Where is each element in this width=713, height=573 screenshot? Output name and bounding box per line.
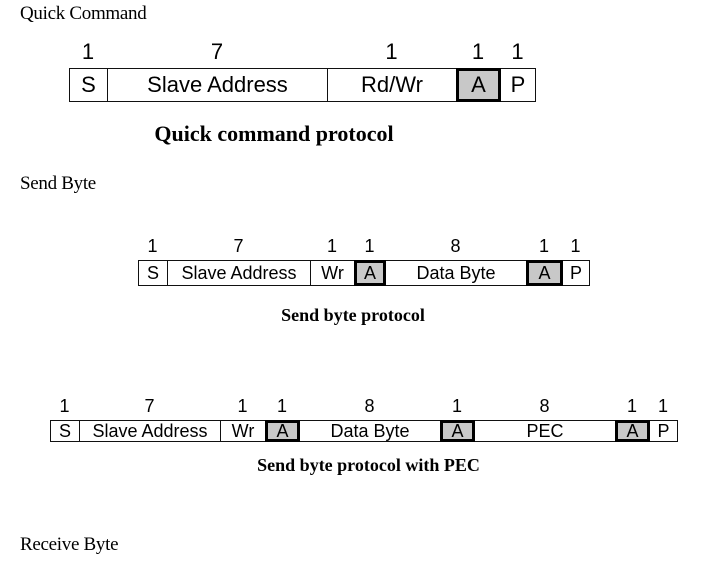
ack-field: A — [615, 420, 650, 442]
protocol-field: Rd/Wr — [327, 68, 457, 102]
bit-count: 1 — [81, 39, 95, 64]
heading-quick-command: Quick Command — [20, 3, 147, 24]
caption-quick-command: Quick command protocol — [154, 121, 394, 146]
ack-field: A — [354, 260, 386, 286]
bit-count: 1 — [570, 236, 581, 256]
protocol-field: Slave Address — [79, 420, 221, 442]
protocol-field: P — [649, 420, 678, 442]
heading-send-byte: Send Byte — [20, 173, 96, 194]
bit-count: 1 — [364, 236, 375, 256]
bit-count: 1 — [451, 396, 462, 416]
bit-count: 7 — [210, 39, 224, 64]
bit-count: 1 — [538, 236, 549, 256]
bit-count: 1 — [471, 39, 485, 64]
protocol-field: S — [50, 420, 80, 442]
protocol-field: Data Byte — [299, 420, 441, 442]
protocol-field: S — [69, 68, 108, 102]
bit-count: 7 — [144, 396, 155, 416]
protocol-field: PEC — [474, 420, 616, 442]
heading-receive-byte: Receive Byte — [20, 534, 119, 555]
ack-field: A — [440, 420, 475, 442]
protocol-field: Slave Address — [107, 68, 328, 102]
protocol-field: Data Byte — [385, 260, 527, 286]
bit-count: 1 — [276, 396, 287, 416]
bit-count: 8 — [539, 396, 550, 416]
bit-count: 1 — [326, 236, 337, 256]
protocol-field: Wr — [310, 260, 355, 286]
ack-field: A — [456, 68, 501, 102]
bit-count: 1 — [511, 39, 524, 64]
bit-count: 1 — [385, 39, 398, 64]
bit-count: 1 — [237, 396, 248, 416]
bit-count: 1 — [147, 236, 158, 256]
caption-send-byte-pec: Send byte protocol with PEC — [257, 455, 480, 475]
protocol-field: Wr — [220, 420, 266, 442]
protocol-field: P — [562, 260, 590, 286]
protocol-field: P — [500, 68, 536, 102]
protocol-field: S — [138, 260, 168, 286]
bit-count: 1 — [657, 396, 668, 416]
ack-field: A — [265, 420, 300, 442]
bit-count: 8 — [450, 236, 461, 256]
caption-send-byte: Send byte protocol — [281, 305, 425, 325]
protocol-field: Slave Address — [167, 260, 311, 286]
bit-count: 8 — [364, 396, 375, 416]
bit-count: 1 — [59, 396, 70, 416]
bit-count: 1 — [626, 396, 637, 416]
bit-count: 7 — [233, 236, 244, 256]
ack-field: A — [526, 260, 563, 286]
